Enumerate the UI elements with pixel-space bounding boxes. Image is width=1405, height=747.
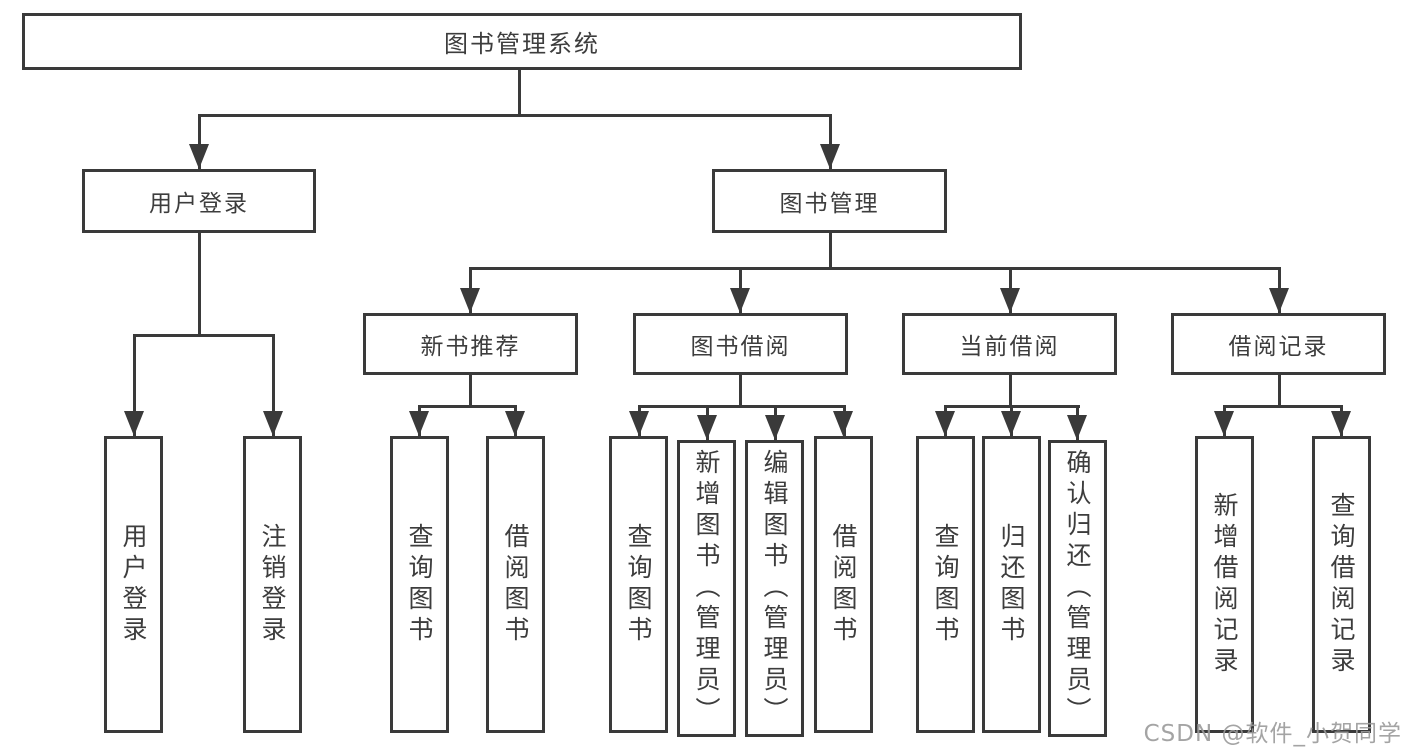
connector-line — [1278, 375, 1281, 406]
arrow-down-icon — [189, 144, 209, 169]
node-root-label: 图书管理系统 — [444, 30, 600, 58]
node-book-management: 图书管理 — [712, 169, 947, 233]
leaf-label: 查询图书 — [931, 522, 960, 647]
node-label: 图书借阅 — [690, 334, 791, 360]
node-borrowing-records: 借阅记录 — [1171, 313, 1386, 375]
leaf-label: 新增图书（管理员） — [692, 449, 721, 728]
node-label: 当前借阅 — [959, 334, 1060, 360]
connector-line — [518, 70, 521, 115]
leaf-query-books-borrowing: 查询图书 — [609, 436, 668, 733]
connector-line — [829, 233, 832, 269]
leaf-confirm-return-admin: 确认归还（管理员） — [1048, 440, 1107, 737]
node-label: 借阅记录 — [1228, 334, 1329, 360]
leaf-label: 新增借阅记录 — [1210, 491, 1239, 678]
node-label: 新书推荐 — [420, 334, 521, 360]
connector-line — [1223, 405, 1343, 408]
node-label: 图书管理 — [779, 191, 880, 217]
csdn-watermark: CSDN @软件_小贺同学 — [1143, 721, 1402, 747]
arrow-down-icon — [1067, 415, 1087, 440]
connector-line — [198, 115, 201, 169]
leaf-logout: 注销登录 — [243, 436, 302, 733]
arrow-down-icon — [629, 411, 649, 436]
leaf-query-books-recommend: 查询图书 — [390, 436, 449, 733]
leaf-label: 查询借阅记录 — [1327, 491, 1356, 678]
arrow-down-icon — [730, 288, 750, 313]
arrow-down-icon — [1214, 411, 1234, 436]
leaf-label: 用户登录 — [119, 522, 148, 647]
arrow-down-icon — [1269, 288, 1289, 313]
node-current-borrowing: 当前借阅 — [902, 313, 1117, 375]
arrow-down-icon — [505, 411, 525, 436]
arrow-down-icon — [833, 411, 853, 436]
node-user-login: 用户登录 — [82, 169, 316, 233]
connector-line — [198, 233, 201, 335]
node-root: 图书管理系统 — [22, 13, 1022, 70]
arrow-down-icon — [697, 415, 717, 440]
arrow-down-icon — [460, 288, 480, 313]
connector-line — [469, 375, 472, 406]
leaf-label: 确认归还（管理员） — [1063, 449, 1092, 728]
leaf-query-borrow-record: 查询借阅记录 — [1312, 436, 1371, 733]
connector-line — [638, 405, 846, 408]
leaf-edit-book-admin: 编辑图书（管理员） — [745, 440, 804, 737]
arrow-down-icon — [1001, 411, 1021, 436]
leaf-label: 编辑图书（管理员） — [760, 449, 789, 728]
arrow-down-icon — [1000, 288, 1020, 313]
leaf-user-login: 用户登录 — [104, 436, 163, 733]
leaf-label: 查询图书 — [405, 522, 434, 647]
node-new-book-recommendation: 新书推荐 — [363, 313, 578, 375]
connector-line — [272, 335, 275, 436]
arrow-down-icon — [1331, 411, 1351, 436]
leaf-query-books-current: 查询图书 — [916, 436, 975, 733]
leaf-add-book-admin: 新增图书（管理员） — [677, 440, 736, 737]
leaf-add-borrow-record: 新增借阅记录 — [1195, 436, 1254, 733]
leaf-label: 归还图书 — [997, 522, 1026, 647]
connector-line — [1009, 375, 1012, 406]
node-label: 用户登录 — [149, 191, 249, 217]
connector-line — [829, 115, 832, 169]
arrow-down-icon — [124, 411, 144, 436]
node-book-borrowing: 图书借阅 — [633, 313, 848, 375]
arrow-down-icon — [409, 411, 429, 436]
connector-line — [133, 335, 136, 436]
leaf-label: 注销登录 — [258, 522, 287, 647]
leaf-return-book: 归还图书 — [982, 436, 1041, 733]
leaf-label: 查询图书 — [624, 522, 653, 647]
arrow-down-icon — [820, 144, 840, 169]
connector-line — [418, 405, 517, 408]
arrow-down-icon — [263, 411, 283, 436]
arrow-down-icon — [935, 411, 955, 436]
connector-line — [198, 114, 832, 117]
leaf-borrow-books-recommend: 借阅图书 — [486, 436, 545, 733]
leaf-label: 借阅图书 — [501, 522, 530, 647]
arrow-down-icon — [765, 415, 785, 440]
connector-line — [739, 375, 742, 406]
connector-line — [133, 334, 275, 337]
leaf-label: 借阅图书 — [829, 522, 858, 647]
leaf-borrow-books-borrowing: 借阅图书 — [814, 436, 873, 733]
connector-line — [469, 267, 1281, 270]
